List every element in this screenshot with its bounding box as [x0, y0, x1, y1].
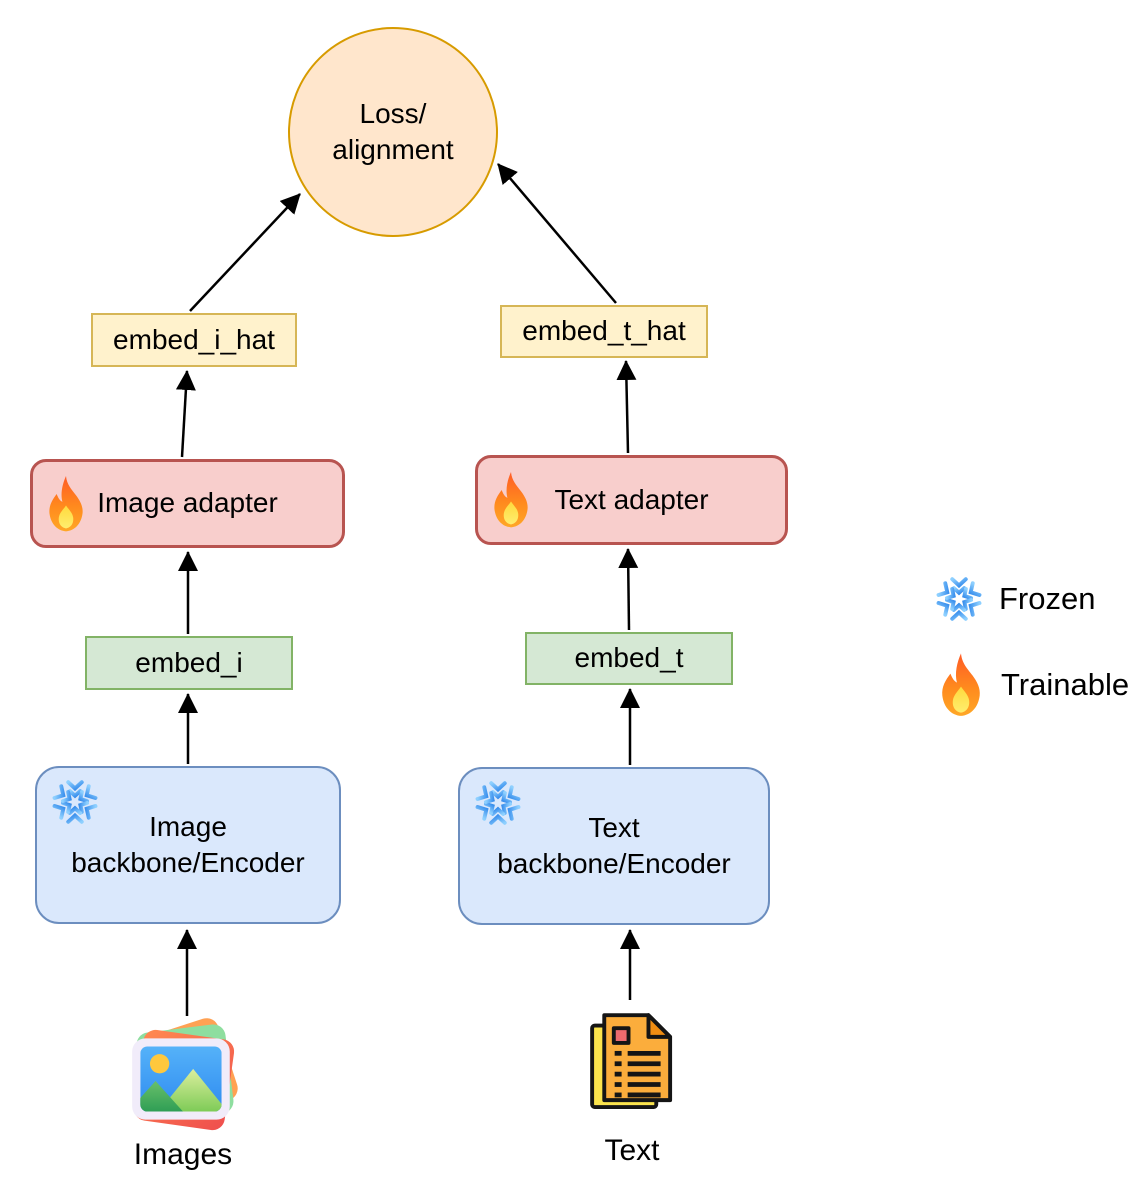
arrow-embed-t-to-text-adapter: [618, 548, 639, 631]
arrow-image-adapter-to-embed-i-hat: [175, 370, 196, 458]
image-adapter-label: Image adapter: [97, 487, 278, 519]
loss-label-line1: Loss/: [359, 98, 427, 129]
legend-frozen: Frozen: [933, 573, 1095, 625]
text-adapter-node: Text adapter: [475, 455, 788, 545]
flame-icon: [43, 473, 89, 535]
embed-t-hat-label: embed_t_hat: [522, 315, 686, 347]
arrow-text-adapter-to-embed-t-hat: [616, 360, 637, 454]
embed-t-hat-node: embed_t_hat: [500, 305, 708, 358]
snowflake-icon: [472, 777, 524, 829]
flame-icon: [935, 650, 987, 720]
legend-trainable-label: Trainable: [1001, 667, 1130, 702]
flame-icon: [488, 469, 534, 531]
legend-trainable: Trainable: [935, 650, 1129, 720]
text-backbone-label: Text backbone/Encoder: [497, 811, 731, 879]
image-backbone-label: Image backbone/Encoder: [71, 810, 305, 878]
embed-t-node: embed_t: [525, 632, 733, 685]
images-input-label: Images: [133, 1138, 233, 1171]
legend-frozen-label: Frozen: [999, 581, 1096, 616]
embed-i-label: embed_i: [135, 646, 243, 678]
image-backbone-node: Image backbone/Encoder: [35, 766, 341, 924]
photos-stack-icon: [122, 1018, 244, 1140]
embed-i-hat-node: embed_i_hat: [91, 313, 297, 367]
text-adapter-label: Text adapter: [554, 483, 709, 515]
text-input-label: Text: [604, 1134, 660, 1167]
arrow-embed-i-hat-to-loss: [189, 193, 301, 312]
image-adapter-node: Image adapter: [30, 459, 345, 548]
snowflake-icon: [49, 776, 101, 828]
snowflake-icon: [933, 573, 985, 625]
text-backbone-node: Text backbone/Encoder: [458, 767, 770, 925]
embed-t-label: embed_t: [574, 642, 684, 674]
loss-alignment-node: Loss/ alignment: [288, 27, 498, 237]
embed-i-hat-label: embed_i_hat: [113, 323, 275, 355]
embed-i-node: embed_i: [85, 636, 293, 690]
documents-icon: [580, 1002, 684, 1122]
arrow-embed-t-hat-to-loss: [497, 163, 617, 304]
loss-label-line2: alignment: [332, 134, 454, 165]
